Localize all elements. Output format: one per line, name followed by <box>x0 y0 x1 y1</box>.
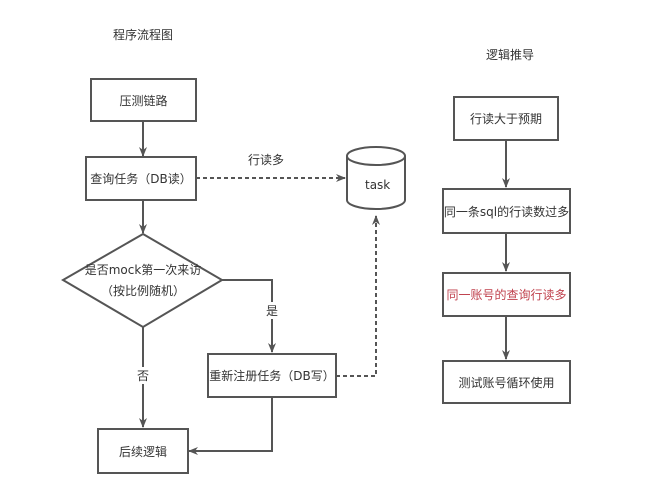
node-followup-logic-label: 后续逻辑 <box>118 444 167 459</box>
step-2-label: 同一条sql的行读数过多 <box>443 204 570 219</box>
node-stress-link: 压测链路 <box>90 78 197 122</box>
step-4-label: 测试账号循环使用 <box>458 375 555 390</box>
database-label: task <box>365 178 391 192</box>
database-cylinder <box>346 146 406 210</box>
node-query-task-label: 查询任务（DB读） <box>90 172 192 186</box>
decision-text-line1: 是否mock第一次来访 <box>84 263 202 277</box>
node-reregister-task: 重新注册任务（DB写） <box>207 353 337 398</box>
step-1: 行读大于预期 <box>453 96 559 141</box>
right-diagram-title: 逻辑推导 <box>486 48 535 62</box>
edge-label-no: 否 <box>137 367 150 384</box>
arrow-reregister-to-followup <box>188 397 273 455</box>
node-followup-logic: 后续逻辑 <box>97 428 189 474</box>
arrow-decision-yes <box>222 279 276 353</box>
node-stress-link-label: 压测链路 <box>119 93 168 108</box>
node-reregister-task-label: 重新注册任务（DB写） <box>209 369 335 383</box>
node-query-task: 查询任务（DB读） <box>85 156 197 201</box>
left-diagram-title: 程序流程图 <box>113 28 174 42</box>
step-1-label: 行读大于预期 <box>469 112 542 126</box>
step-4: 测试账号循环使用 <box>442 360 571 404</box>
dashed-arrow-reregister-to-db <box>336 215 380 377</box>
decision-text-line2: （按比例随机） <box>100 284 185 298</box>
step-2: 同一条sql的行读数过多 <box>442 188 571 234</box>
edge-label-many-row-reads: 行读多 <box>248 153 285 167</box>
edge-label-yes: 是 <box>266 302 279 319</box>
step-3-label: 同一账号的查询行读多 <box>446 288 567 302</box>
step-3-highlighted: 同一账号的查询行读多 <box>442 272 571 317</box>
